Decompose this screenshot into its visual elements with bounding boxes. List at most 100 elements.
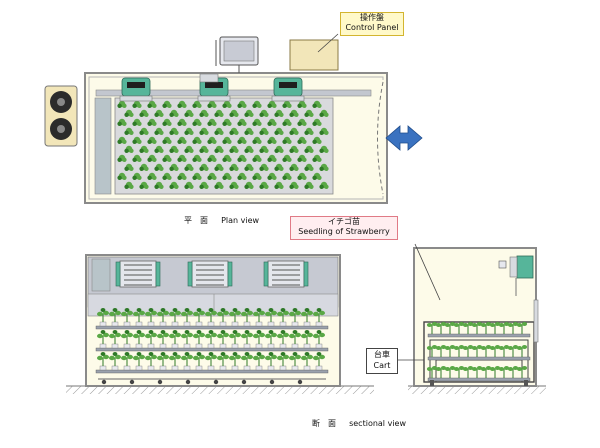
strawberry-seedling-icon xyxy=(274,163,284,171)
lamp-icon xyxy=(187,260,233,288)
strawberry-seedling-icon xyxy=(313,308,325,322)
strawberry-seedling-icon xyxy=(480,366,492,378)
strawberry-seedling-icon xyxy=(199,145,209,153)
strawberry-seedling-icon xyxy=(289,109,299,118)
strawberry-seedling-icon xyxy=(229,145,239,153)
strawberry-seedling-icon xyxy=(267,118,277,127)
strawberry-seedling-icon xyxy=(132,136,142,144)
shelf xyxy=(427,377,531,382)
strawberry-seedling-icon xyxy=(147,154,157,162)
strawberry-seedling-icon xyxy=(162,100,172,109)
strawberry-seedling-icon xyxy=(319,127,329,135)
shelf xyxy=(427,356,531,361)
strawberry-seedling-icon xyxy=(117,172,127,180)
strawberry-seedling-icon xyxy=(133,308,145,322)
strawberry-seedling-icon xyxy=(265,308,277,322)
strawberry-seedling-icon xyxy=(169,127,179,135)
strawberry-seedling-icon xyxy=(214,127,224,135)
strawberry-seedling-icon xyxy=(426,345,438,357)
strawberry-seedling-icon xyxy=(312,154,322,162)
strawberry-seedling-icon xyxy=(121,352,133,366)
strawberry-seedling-icon xyxy=(267,100,277,109)
air-conditioner-icon xyxy=(271,77,305,102)
plan-view-caption: 平 面 Plan view xyxy=(184,215,259,226)
strawberry-seedling-icon xyxy=(471,322,483,334)
strawberry-seedling-icon xyxy=(304,181,314,189)
strawberry-seedling-icon xyxy=(301,352,313,366)
strawberry-seedling-icon xyxy=(162,118,172,127)
strawberry-seedling-icon xyxy=(277,352,289,366)
strawberry-seedling-icon xyxy=(177,154,187,162)
strawberry-seedling-icon xyxy=(289,145,299,153)
strawberry-seedling-icon xyxy=(267,136,277,144)
strawberry-seedling-icon xyxy=(277,330,289,344)
strawberry-seedling-icon xyxy=(252,172,262,180)
strawberry-seedling-icon xyxy=(471,345,483,357)
strawberry-seedling-icon xyxy=(154,145,164,153)
strawberry-seedling-icon xyxy=(462,322,474,334)
strawberry-seedling-icon xyxy=(237,154,247,162)
strawberry-seedling-icon xyxy=(274,145,284,153)
strawberry-seedling-icon xyxy=(109,330,121,344)
strawberry-seedling-icon xyxy=(192,154,202,162)
strawberry-seedling-icon xyxy=(124,181,134,189)
lamp-icon xyxy=(263,260,309,288)
strawberry-seedling-icon xyxy=(117,100,127,109)
strawberry-seedling-icon xyxy=(177,172,187,180)
strawberry-seedling-icon xyxy=(181,330,193,344)
strawberry-seedling-icon xyxy=(516,322,528,334)
wall-unit-ac-icon xyxy=(498,255,534,296)
strawberry-seedling-icon xyxy=(319,181,329,189)
strawberry-seedling-icon xyxy=(139,163,149,171)
strawberry-seedling-icon xyxy=(193,330,205,344)
strawberry-seedling-icon xyxy=(289,352,301,366)
strawberry-seedling-icon xyxy=(304,127,314,135)
strawberry-seedling-icon xyxy=(117,118,127,127)
strawberry-seedling-icon xyxy=(319,163,329,171)
strawberry-seedling-icon xyxy=(267,172,277,180)
strawberry-seedling-icon xyxy=(192,118,202,127)
strawberry-seedling-icon xyxy=(498,366,510,378)
strawberry-seedling-icon xyxy=(297,100,307,109)
strawberry-seedling-icon xyxy=(139,109,149,118)
strawberry-seedling-icon xyxy=(312,172,322,180)
side-section xyxy=(408,247,546,394)
strawberry-seedling-icon xyxy=(177,100,187,109)
strawberry-seedling-icon xyxy=(169,352,181,366)
strawberry-seedling-icon xyxy=(207,154,217,162)
strawberry-seedling-icon xyxy=(489,322,501,334)
strawberry-seedling-icon xyxy=(489,345,501,357)
strawberry-seedling-icon xyxy=(252,136,262,144)
strawberry-seedling-icon xyxy=(237,136,247,144)
strawberry-seedling-icon xyxy=(237,172,247,180)
strawberry-seedling-icon xyxy=(229,163,239,171)
shelf xyxy=(95,369,329,374)
strawberry-seedling-icon xyxy=(516,345,528,357)
strawberry-seedling-icon xyxy=(217,330,229,344)
strawberry-seedling-icon xyxy=(229,352,241,366)
strawberry-seedling-icon xyxy=(162,172,172,180)
strawberry-seedling-icon xyxy=(253,330,265,344)
strawberry-seedling-icon xyxy=(133,330,145,344)
section-shelves xyxy=(95,321,329,385)
shelf xyxy=(427,333,531,338)
section-view xyxy=(66,254,374,394)
strawberry-seedling-icon xyxy=(147,136,157,144)
strawberry-seedling-icon xyxy=(222,118,232,127)
strawberry-seedling-icon xyxy=(109,352,121,366)
strawberry-seedling-icon xyxy=(462,366,474,378)
strawberry-seedling-icon xyxy=(274,127,284,135)
strawberry-seedling-icon xyxy=(97,352,109,366)
strawberry-seedling-icon xyxy=(252,154,262,162)
strawberry-seedling-icon xyxy=(154,109,164,118)
strawberry-seedling-icon xyxy=(154,163,164,171)
strawberry-seedling-icon xyxy=(229,330,241,344)
strawberry-seedling-icon xyxy=(507,345,519,357)
seedling-label-en: Seedling of Strawberry xyxy=(298,227,390,236)
strawberry-seedling-icon xyxy=(426,366,438,378)
strawberry-seedling-icon xyxy=(289,127,299,135)
strawberry-seedling-icon xyxy=(169,163,179,171)
strawberry-seedling-icon xyxy=(205,308,217,322)
strawberry-seedling-icon xyxy=(177,118,187,127)
